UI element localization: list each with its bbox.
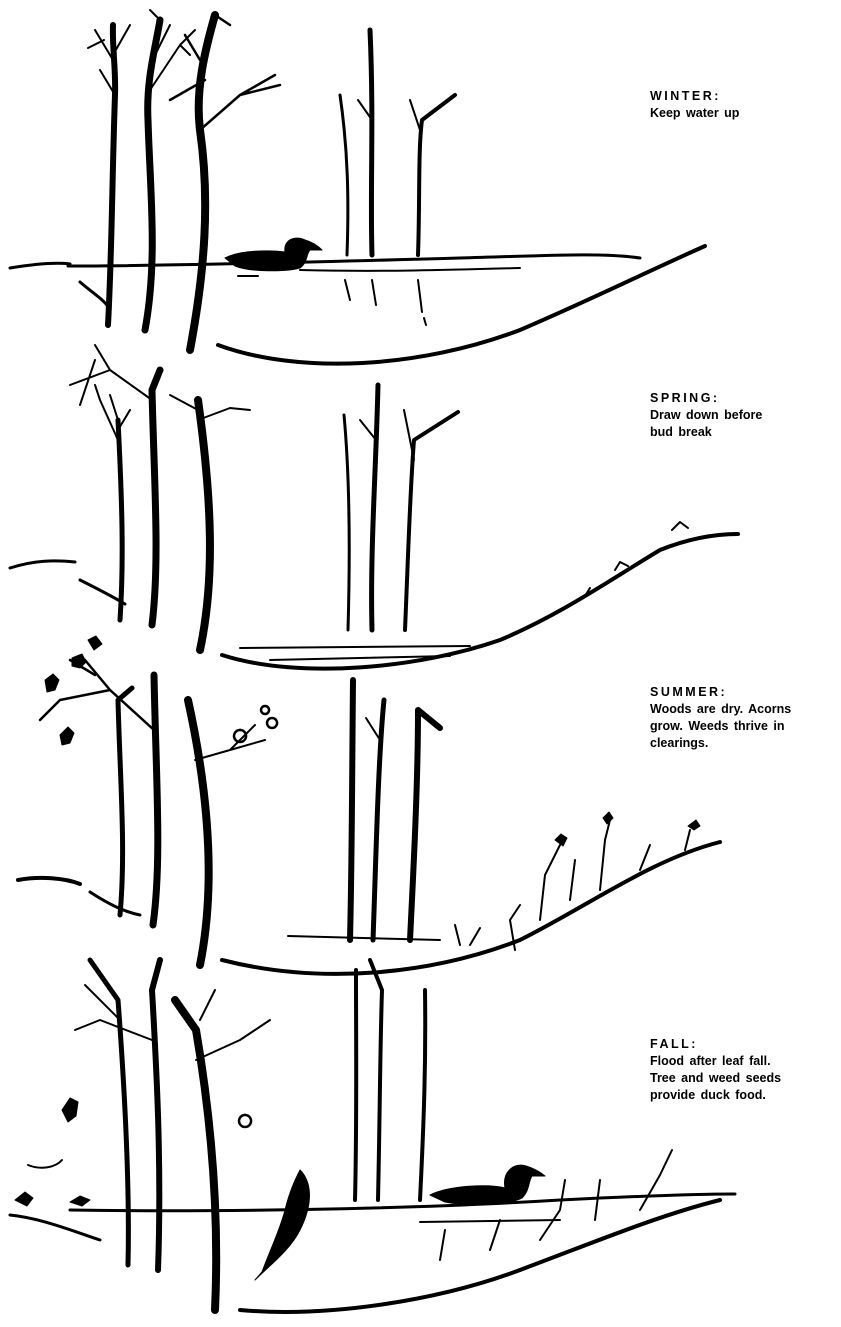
spring-line-2: bud break bbox=[650, 424, 840, 441]
summer-left-trees bbox=[40, 660, 265, 965]
summer-line-1: Woods are dry. Acorns bbox=[650, 701, 840, 718]
winter-left-trees bbox=[88, 10, 280, 350]
winter-caption: WINTER: Keep water up bbox=[650, 88, 840, 122]
fall-water-and-ground bbox=[10, 1150, 735, 1312]
spring-caption: SPRING: Draw down before bud break bbox=[650, 390, 840, 441]
spring-line-1: Draw down before bbox=[650, 407, 840, 424]
fall-diving-duck bbox=[255, 1170, 309, 1280]
fall-line-3: provide duck food. bbox=[650, 1087, 840, 1104]
fall-floating-duck bbox=[430, 1165, 545, 1205]
winter-season-label: WINTER: bbox=[650, 88, 840, 105]
summer-line-3: clearings. bbox=[650, 735, 840, 752]
spring-left-trees bbox=[70, 345, 250, 650]
summer-season-label: SUMMER: bbox=[650, 684, 840, 701]
spring-season-label: SPRING: bbox=[650, 390, 840, 407]
summer-line-2: grow. Weeds thrive in bbox=[650, 718, 840, 735]
fall-season-label: FALL: bbox=[650, 1036, 840, 1053]
fall-caption: FALL: Flood after leaf fall. Tree and we… bbox=[650, 1036, 840, 1104]
winter-right-trees bbox=[340, 30, 455, 255]
winter-ground-and-water bbox=[10, 246, 705, 364]
summer-right-trees bbox=[350, 680, 440, 940]
spring-panel bbox=[10, 345, 738, 669]
fall-line-1: Flood after leaf fall. bbox=[650, 1053, 840, 1070]
winter-panel bbox=[10, 10, 705, 364]
fall-right-trees bbox=[355, 960, 425, 1200]
summer-caption: SUMMER: Woods are dry. Acorns grow. Weed… bbox=[650, 684, 840, 752]
summer-oak-leaves bbox=[45, 636, 277, 745]
winter-line-1: Keep water up bbox=[650, 105, 840, 122]
summer-panel bbox=[18, 636, 720, 974]
fall-panel bbox=[10, 960, 735, 1312]
spring-right-trees bbox=[344, 385, 458, 630]
fall-line-2: Tree and weed seeds bbox=[650, 1070, 840, 1087]
fall-left-trees bbox=[75, 960, 270, 1310]
